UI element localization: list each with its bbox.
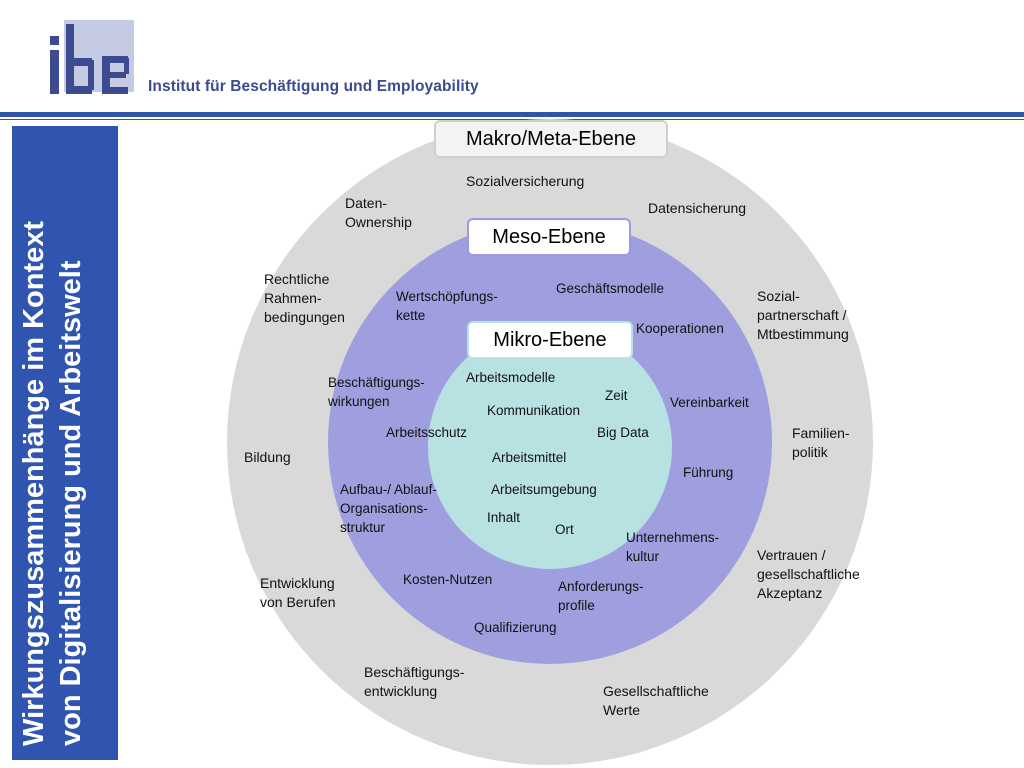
- makro-item-beschaeftigungsentwicklung: Beschäftigungs- entwicklung: [364, 663, 464, 701]
- label-line: Sozial-: [757, 288, 800, 304]
- mikro-item-kommunikation: Kommunikation: [487, 403, 581, 418]
- meso-item-aufbau-ablauf-organisation: Aufbau-/ Ablauf- Organisations- struktur: [340, 480, 437, 537]
- label-line: Rechtliche: [264, 271, 330, 287]
- label-line: politik: [792, 444, 828, 460]
- header-rule: [0, 112, 1024, 117]
- label-line: Gesellschaftliche: [603, 683, 709, 699]
- meso-item-geschaeftsmodelle: Geschäftsmodelle: [556, 281, 665, 296]
- meso-item-qualifizierung: Qualifizierung: [474, 620, 557, 635]
- label-line: Mtbestimmung: [757, 326, 849, 342]
- label-line: Vertrauen /: [757, 547, 826, 563]
- mikro-item-arbeitsumgebung: Arbeitsumgebung: [491, 482, 597, 497]
- mikro-item-zeit: Zeit: [605, 388, 628, 403]
- label-line: Werte: [603, 702, 641, 718]
- meso-item-unternehmenskultur: Unternehmens- kultur: [626, 528, 719, 566]
- makro-item-gesellschaftliche-werte: Gesellschaftliche Werte: [603, 682, 709, 720]
- makro-item-sozialversicherung: Sozialversicherung: [466, 173, 585, 189]
- makro-item-vertrauen: Vertrauen / gesellschaftliche Akzeptanz: [757, 546, 860, 603]
- label-line: partnerschaft /: [757, 307, 847, 323]
- label-line: Beschäftigungs-: [328, 375, 425, 390]
- makro-item-entwicklung-von-berufen: Entwicklung von Berufen: [260, 574, 336, 612]
- meso-item-vereinbarkeit: Vereinbarkeit: [670, 395, 749, 410]
- header: Institut für Beschäftigung und Employabi…: [0, 0, 1024, 120]
- label-line: Ownership: [345, 214, 412, 230]
- label-line: bedingungen: [264, 309, 345, 325]
- label-line: Wertschöpfungs-: [396, 289, 498, 304]
- mikro-item-inhalt: Inhalt: [487, 510, 521, 525]
- label-line: entwicklung: [364, 683, 438, 699]
- meso-item-fuehrung: Führung: [683, 465, 734, 480]
- mikro-item-arbeitsschutz: Arbeitsschutz: [386, 425, 468, 440]
- makro-item-bildung: Bildung: [244, 449, 291, 465]
- label-line: struktur: [340, 520, 386, 535]
- label-line: wirkungen: [328, 394, 390, 409]
- label-line: kette: [396, 308, 426, 323]
- label-line: Akzeptanz: [757, 585, 823, 601]
- label-line: Anforderungs-: [558, 579, 644, 594]
- mikro-level-label: Mikro-Ebene: [467, 321, 633, 359]
- meso-item-anforderungsprofile: Anforderungs- profile: [558, 577, 644, 615]
- mikro-item-big-data: Big Data: [597, 425, 649, 440]
- mikro-item-ort: Ort: [555, 522, 574, 537]
- header-rule-thin: [0, 119, 1024, 120]
- institute-name: Institut für Beschäftigung und Employabi…: [148, 78, 479, 95]
- makro-item-sozialpartnerschaft: Sozial- partnerschaft / Mtbestimmung: [757, 287, 849, 344]
- meso-item-beschaeftigungswirkungen: Beschäftigungs- wirkungen: [328, 373, 425, 411]
- ibe-logo: [50, 20, 134, 94]
- label-line: von Berufen: [260, 594, 336, 610]
- sidebar-title-panel: [12, 126, 118, 760]
- mikro-item-arbeitsmodelle: Arbeitsmodelle: [466, 370, 556, 385]
- mikro-item-arbeitsmittel: Arbeitsmittel: [492, 450, 567, 465]
- makro-level-label: Makro/Meta-Ebene: [434, 120, 668, 158]
- label-line: gesellschaftliche: [757, 566, 860, 582]
- mikro-ring: [428, 325, 672, 569]
- makro-item-familienpolitik: Familien- politik: [792, 424, 850, 462]
- meso-level-label: Meso-Ebene: [467, 218, 631, 256]
- makro-item-daten-ownership: Daten- Ownership: [345, 194, 412, 232]
- makro-item-datensicherung: Datensicherung: [648, 200, 747, 216]
- meso-item-kooperationen: Kooperationen: [636, 321, 724, 336]
- makro-item-rechtliche-rahmenbedingungen: Rechtliche Rahmen- bedingungen: [264, 270, 345, 327]
- label-line: Entwicklung: [260, 575, 335, 591]
- label-line: Aufbau-/ Ablauf-: [340, 482, 437, 497]
- label-line: Beschäftigungs-: [364, 664, 465, 680]
- label-line: Daten-: [345, 195, 388, 211]
- label-line: Rahmen-: [264, 290, 322, 306]
- label-line: kultur: [626, 549, 660, 564]
- label-line: Organisations-: [340, 501, 428, 516]
- meso-item-wertschoepfungskette: Wertschöpfungs- kette: [396, 287, 498, 325]
- label-line: profile: [558, 598, 595, 613]
- label-line: Familien-: [792, 425, 850, 441]
- meso-item-kosten-nutzen: Kosten-Nutzen: [403, 572, 493, 587]
- label-line: Unternehmens-: [626, 530, 720, 545]
